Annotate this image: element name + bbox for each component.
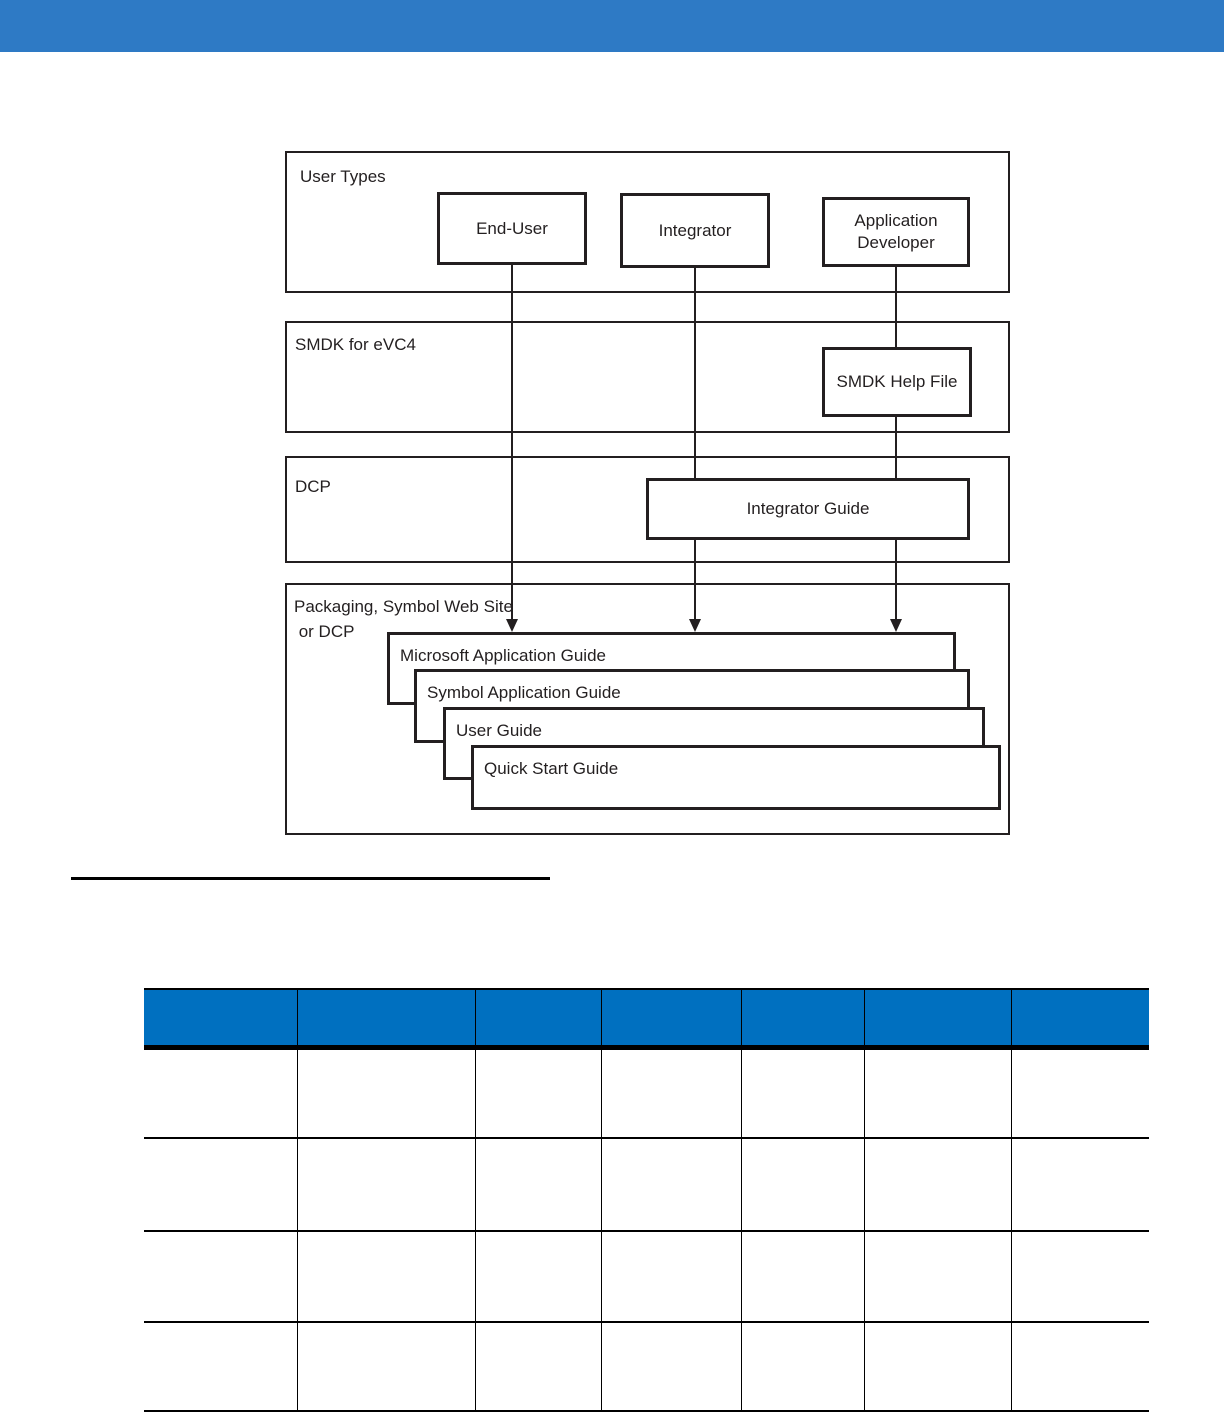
table-row [144, 1323, 1149, 1412]
packaging-container: Packaging, Symbol Web Site or DCP [285, 583, 1010, 835]
table-header-cell [865, 990, 1012, 1045]
table-cell [144, 1232, 298, 1321]
table-row [144, 1139, 1149, 1232]
table-cell [144, 1139, 298, 1230]
data-table [144, 988, 1149, 1412]
table-cell [476, 1050, 602, 1137]
table-header-cell [476, 990, 602, 1045]
table-cell [1012, 1323, 1149, 1410]
table-cell [476, 1323, 602, 1410]
table-cell [144, 1323, 298, 1410]
table-cell [742, 1323, 865, 1410]
user-types-container: User Types [285, 151, 1010, 293]
quick-start-guide-box: Quick Start Guide [471, 745, 1001, 810]
table-cell [602, 1050, 742, 1137]
integrator-box: Integrator [620, 193, 770, 268]
packaging-row-label-line2: or DCP [294, 622, 355, 641]
dcp-container: DCP [285, 456, 1010, 563]
arrow-down-icon [506, 619, 518, 632]
integrator-guide-label: Integrator Guide [746, 499, 870, 518]
smdk-container: SMDK for eVC4 [285, 321, 1010, 433]
table-cell [602, 1323, 742, 1410]
table-cell [865, 1139, 1012, 1230]
table-header-row [144, 988, 1149, 1050]
arrow-down-icon [890, 619, 902, 632]
table-cell [1012, 1050, 1149, 1137]
connector-line-integrator [694, 268, 696, 620]
table-cell [298, 1323, 476, 1410]
application-developer-box: Application Developer [822, 197, 970, 267]
table-cell [602, 1139, 742, 1230]
table-cell [865, 1050, 1012, 1137]
table-header-cell [602, 990, 742, 1045]
table-cell [1012, 1139, 1149, 1230]
end-user-box: End-User [437, 192, 587, 265]
dcp-row-label: DCP [295, 477, 331, 496]
end-user-label: End-User [476, 218, 548, 238]
table-cell [298, 1050, 476, 1137]
table-cell [602, 1232, 742, 1321]
table-cell [865, 1232, 1012, 1321]
table-header-cell [144, 990, 298, 1045]
symbol-application-guide-label: Symbol Application Guide [427, 683, 621, 702]
integrator-guide-box: Integrator Guide [646, 478, 970, 540]
table-row [144, 1050, 1149, 1139]
microsoft-application-guide-label: Microsoft Application Guide [400, 646, 606, 665]
table-cell [476, 1232, 602, 1321]
connector-line-app-developer [895, 267, 897, 620]
table-cell [742, 1050, 865, 1137]
packaging-row-label-line1: Packaging, Symbol Web Site [294, 597, 513, 616]
user-types-label: User Types [300, 167, 386, 186]
page-header-bar [0, 0, 1224, 52]
user-guide-label: User Guide [456, 721, 542, 740]
table-cell [865, 1323, 1012, 1410]
table-cell [298, 1232, 476, 1321]
application-developer-label: Application Developer [854, 211, 938, 252]
smdk-row-label: SMDK for eVC4 [295, 335, 416, 354]
connector-line-end-user [511, 265, 513, 620]
table-cell [742, 1232, 865, 1321]
packaging-row-label: Packaging, Symbol Web Site or DCP [294, 594, 513, 644]
table-header-cell [742, 990, 865, 1045]
smdk-help-file-label: SMDK Help File [836, 372, 958, 391]
smdk-help-file-box: SMDK Help File [822, 347, 972, 417]
arrow-down-icon [689, 619, 701, 632]
table-cell [1012, 1232, 1149, 1321]
table-cell [144, 1050, 298, 1137]
integrator-label: Integrator [658, 220, 732, 240]
table-cell [476, 1139, 602, 1230]
table-cell [298, 1139, 476, 1230]
table-cell [742, 1139, 865, 1230]
table-row [144, 1232, 1149, 1323]
table-header-cell [1012, 990, 1149, 1045]
quick-start-guide-label: Quick Start Guide [484, 759, 619, 778]
table-header-cell [298, 990, 476, 1045]
section-divider-line [71, 877, 550, 880]
